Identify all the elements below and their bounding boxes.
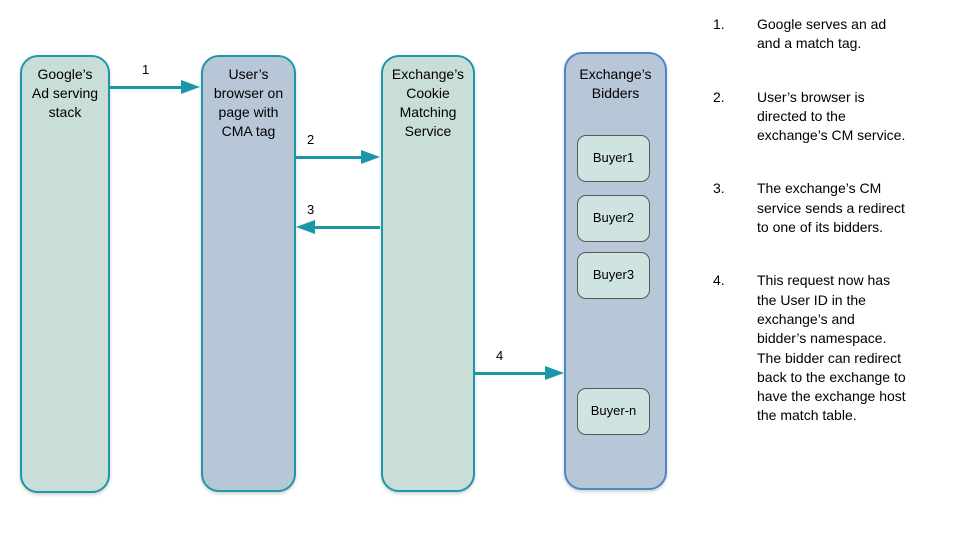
flow-arrow-3: [296, 220, 380, 234]
step-text: The exchange’s CM service sends a redire…: [757, 180, 905, 236]
arrow-right-icon: [545, 366, 564, 380]
arrow-right-icon: [361, 150, 380, 164]
steps-list: 1. Google serves an ad and a match tag. …: [700, 15, 950, 460]
buyer-box-n: Buyer-n: [577, 388, 650, 435]
node-label-line: User’s: [228, 66, 269, 82]
node-label-line: Cookie: [406, 85, 450, 101]
step-text: This request now has the User ID in the …: [757, 272, 906, 424]
node-label-line: Matching: [399, 104, 457, 120]
step-item-2: 2. User’s browser is directed to the exc…: [700, 88, 950, 146]
node-label-line: browser on: [213, 85, 284, 101]
flow-arrow-1: [110, 80, 200, 94]
node-label-line: CMA tag: [221, 123, 276, 139]
node-label-line: Exchange’s: [579, 66, 652, 82]
arrow-label-3: 3: [307, 202, 315, 217]
step-item-3: 3. The exchange’s CM service sends a red…: [700, 179, 950, 237]
arrow-shaft: [315, 225, 380, 229]
arrow-shaft: [110, 85, 181, 89]
buyer-box-2: Buyer2: [577, 195, 650, 242]
node-label-line: Google’s: [37, 66, 93, 82]
step-number: 1.: [713, 16, 725, 32]
node-label-line: stack: [48, 104, 82, 120]
step-text: User’s browser is directed to the exchan…: [757, 88, 906, 144]
arrow-shaft: [296, 155, 361, 159]
node-label-line: Exchange’s: [391, 66, 465, 82]
step-item-1: 1. Google serves an ad and a match tag.: [700, 15, 950, 54]
arrow-right-icon: [181, 80, 200, 94]
step-text: Google serves an ad and a match tag.: [757, 16, 887, 52]
node-google-ad-serving-stack: Google’s Ad serving stack: [20, 55, 110, 493]
arrow-label-2: 2: [307, 132, 315, 147]
step-item-4: 4. This request now has the User ID in t…: [700, 271, 950, 425]
node-label-line: page with: [218, 104, 279, 120]
arrow-label-4: 4: [496, 348, 504, 363]
arrow-shaft: [475, 371, 545, 375]
buyer-box-1: Buyer1: [577, 135, 650, 182]
flow-arrow-4: [475, 366, 564, 380]
node-label-line: Bidders: [591, 85, 640, 101]
step-number: 3.: [713, 180, 725, 197]
flow-arrow-2: [296, 150, 380, 164]
arrow-left-icon: [296, 220, 315, 234]
step-number: 4.: [713, 272, 725, 289]
buyer-box-3: Buyer3: [577, 252, 650, 299]
node-exchange-bidders: Exchange’s Bidders Buyer1 Buyer2 Buyer3 …: [564, 52, 667, 490]
node-exchange-cookie-matching-service: Exchange’s Cookie Matching Service: [381, 55, 475, 492]
arrow-label-1: 1: [142, 62, 150, 77]
node-users-browser: User’s browser on page with CMA tag: [201, 55, 296, 492]
node-label-line: Ad serving: [31, 85, 99, 101]
node-label-line: Service: [404, 123, 452, 139]
step-number: 2.: [713, 88, 725, 105]
